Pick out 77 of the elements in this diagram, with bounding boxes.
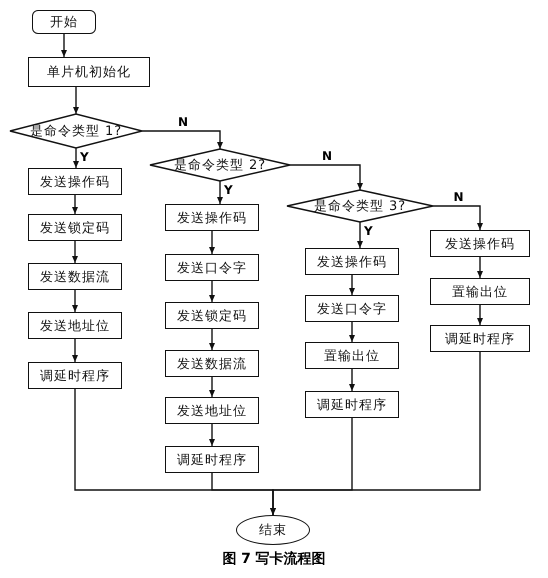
process-box [28, 214, 122, 241]
node-text: 发送数据流 [177, 356, 247, 372]
edge-label: Y [363, 225, 374, 237]
arrow [477, 305, 483, 325]
process-box [305, 342, 399, 369]
process-box [28, 362, 122, 389]
arrow [349, 322, 355, 342]
arrow [357, 222, 363, 248]
node-text: 发送口令字 [177, 260, 247, 276]
caption: 图 7 写卡流程图 [222, 551, 326, 567]
arrow [142, 130, 223, 149]
process-box [430, 230, 530, 257]
arrow [209, 329, 215, 350]
arrow [72, 195, 78, 214]
node-text: 发送口令字 [317, 300, 387, 318]
arrow [209, 281, 215, 302]
arrow [217, 181, 223, 204]
process-box [305, 391, 399, 418]
edge-label: Y [79, 151, 90, 163]
decision-diamond [10, 114, 142, 148]
node-text: 是命令类型 1? [30, 123, 122, 140]
node-text: 是命令类型 2? [174, 157, 266, 174]
node-text: 是命令类型 3? [314, 198, 406, 215]
node-text: 单片机初始化 [47, 64, 131, 81]
arrow [349, 275, 355, 295]
process-box [430, 278, 530, 305]
node-text: 发送地址位 [40, 318, 110, 334]
node-text: 发送数据流 [40, 268, 110, 286]
node-text: 调延时程序 [445, 330, 515, 348]
node-text: 结束 [259, 522, 287, 539]
process-box [165, 254, 259, 281]
edge-label: N [321, 150, 334, 162]
process-box [165, 446, 259, 473]
node-text: 开始 [50, 14, 78, 31]
edge-label: N [452, 191, 465, 203]
arrow [433, 205, 483, 230]
process-box [165, 204, 259, 231]
process-box [28, 168, 122, 195]
process-box [165, 397, 259, 424]
node-text: 发送锁定码 [40, 220, 110, 236]
arrow [73, 148, 79, 168]
edge-label: N [177, 116, 190, 128]
process-box [165, 302, 259, 329]
process-box [28, 57, 150, 87]
decision-diamond [150, 149, 290, 181]
process-box [305, 248, 399, 275]
node-text: 调延时程序 [317, 396, 387, 414]
arrow [61, 34, 67, 57]
node-text: 发送地址位 [177, 402, 247, 420]
node-text: 发送锁定码 [177, 308, 247, 324]
arrow [209, 377, 215, 397]
process-box [28, 263, 122, 290]
arrow [72, 290, 78, 312]
node-text: 置输出位 [452, 284, 508, 300]
node-text: 发送操作码 [445, 236, 515, 252]
arrow [477, 257, 483, 278]
node-text: 置输出位 [324, 348, 380, 364]
node-text: 调延时程序 [40, 368, 110, 384]
arrow [72, 339, 78, 362]
process-box [165, 350, 259, 377]
decision-diamond [287, 190, 433, 222]
process-box [305, 295, 399, 322]
node-text: 发送操作码 [40, 174, 110, 190]
arrow [209, 424, 215, 446]
arrow [349, 369, 355, 391]
node-text: 发送操作码 [317, 254, 387, 270]
edge-label: Y [223, 184, 234, 196]
arrow [290, 164, 363, 190]
process-box [430, 325, 530, 352]
process-box [28, 312, 122, 339]
arrow [72, 241, 78, 263]
arrow [73, 87, 79, 114]
arrow [209, 231, 215, 254]
arrow [270, 352, 481, 515]
node-text: 调延时程序 [177, 452, 247, 468]
node-text: 发送操作码 [177, 210, 247, 226]
start-terminal [32, 10, 96, 34]
